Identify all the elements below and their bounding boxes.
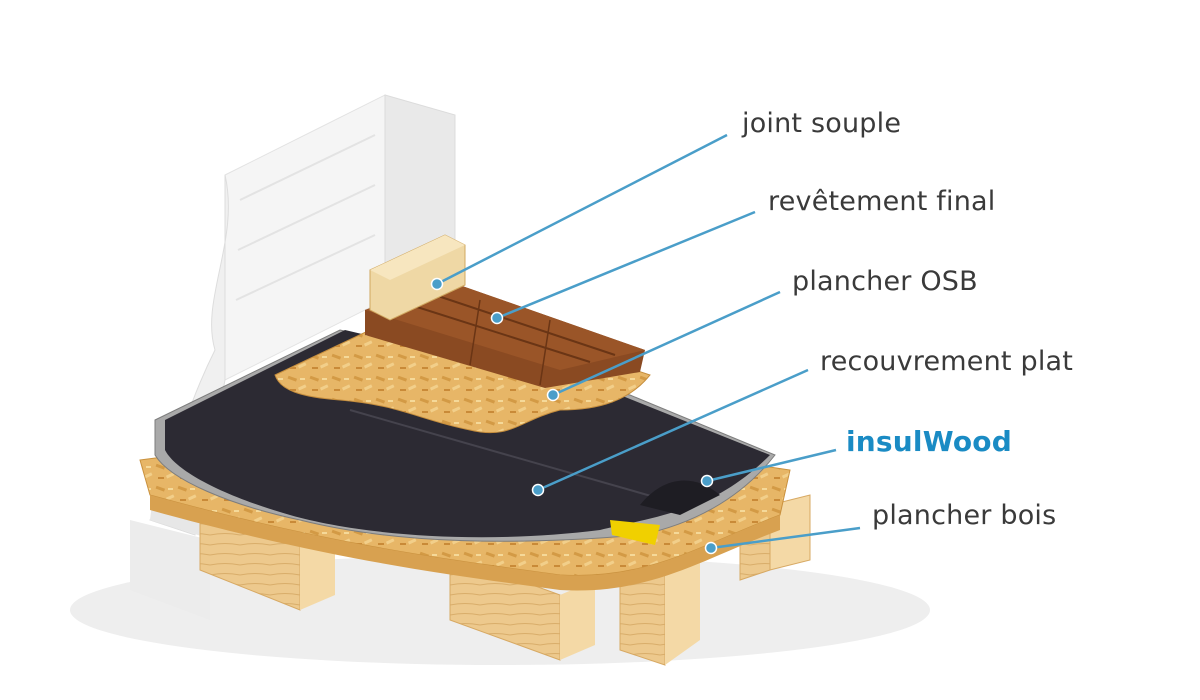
dot-joint-souple xyxy=(430,277,444,291)
label-joint-souple: joint souple xyxy=(742,108,902,139)
label-recouvrement-plat: recouvrement plat xyxy=(820,346,1074,377)
leader-plancher-bois xyxy=(710,526,861,550)
leader-lines xyxy=(436,133,861,550)
leader-revetement-final xyxy=(496,210,756,320)
dot-plancher-osb xyxy=(546,388,560,402)
leader-recouvrement-plat xyxy=(537,368,809,492)
leader-dots xyxy=(430,277,718,555)
leader-joint-souple xyxy=(436,133,728,286)
revetement-final-layer xyxy=(365,280,645,388)
dot-recouvrement-plat xyxy=(531,483,545,497)
label-insulwood: insulWood xyxy=(846,425,1012,458)
label-plancher-bois: plancher bois xyxy=(872,500,1057,531)
dot-insulwood xyxy=(700,474,714,488)
dot-revetement-final xyxy=(490,311,504,325)
dot-plancher-bois xyxy=(704,541,718,555)
label-revetement-final: revêtement final xyxy=(768,186,996,217)
label-plancher-osb: plancher OSB xyxy=(792,266,978,297)
leader-insulwood xyxy=(706,448,837,483)
leader-plancher-osb xyxy=(552,290,781,397)
joint-souple-block xyxy=(369,234,466,321)
wall-shadow xyxy=(130,520,210,620)
